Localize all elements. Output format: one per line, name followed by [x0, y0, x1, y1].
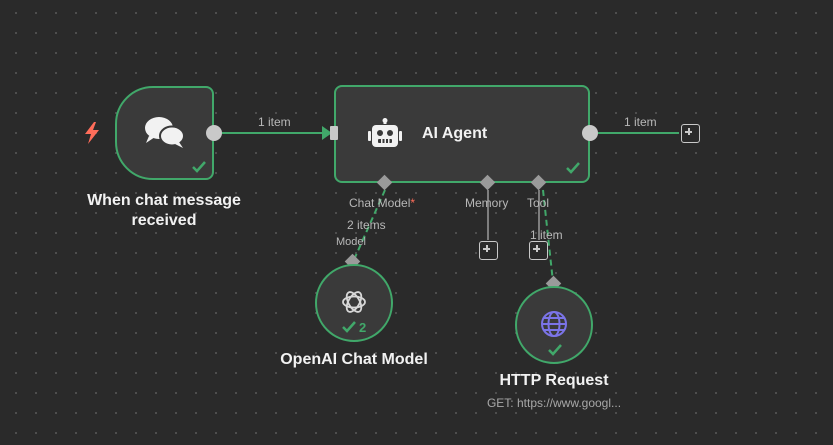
ai-agent-title: AI Agent — [422, 125, 488, 142]
openai-node-title: OpenAI Chat Model — [280, 351, 428, 368]
arrow-head-icon — [322, 126, 332, 140]
edge-model — [352, 189, 386, 263]
add-memory-button[interactable] — [479, 241, 498, 260]
edge-label-trigger-agent: 1 item — [258, 115, 291, 129]
lightning-bolt-icon — [85, 122, 99, 144]
ai-agent-node[interactable]: AI Agent — [334, 85, 590, 183]
edge-tool — [542, 189, 554, 283]
chat-bubbles-icon — [145, 117, 185, 148]
agent-output-handle[interactable] — [582, 125, 598, 141]
http-node-title: HTTP Request — [499, 372, 609, 389]
success-check-icon — [192, 161, 206, 173]
http-node-subtitle: GET: https://www.googl... — [486, 396, 622, 410]
run-count-badge: 2 — [359, 320, 367, 335]
success-check-icon — [342, 321, 356, 333]
edge-label-agent-out: 1 item — [624, 115, 657, 129]
edge-label-tool: 1 item — [530, 228, 563, 242]
trigger-output-handle[interactable] — [206, 125, 222, 141]
success-check-icon — [548, 344, 562, 356]
robot-icon — [368, 118, 402, 147]
openai-chat-model-node[interactable]: 2 — [315, 264, 393, 342]
agent-input-handle[interactable] — [330, 126, 338, 140]
memory-port-label: Memory — [465, 196, 509, 210]
trigger-node-title: When chat message received — [87, 192, 241, 229]
http-request-node[interactable] — [515, 286, 593, 364]
globe-icon — [541, 311, 567, 337]
add-node-button[interactable] — [681, 124, 700, 143]
edge-label-model: 2 items — [347, 218, 386, 232]
add-tool-button[interactable] — [529, 241, 548, 260]
chat-model-port-label: Chat Model* — [349, 196, 416, 210]
openai-icon — [342, 291, 366, 313]
tool-port-label: Tool — [527, 196, 550, 210]
chat-trigger-node[interactable] — [115, 86, 214, 180]
success-check-icon — [566, 162, 580, 174]
openai-port-label: Model — [336, 236, 366, 248]
